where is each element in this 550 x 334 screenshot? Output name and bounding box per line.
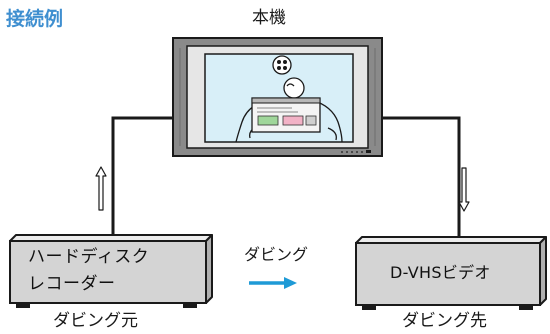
tv-set: [172, 37, 383, 157]
tv-label: 本機: [252, 8, 286, 28]
source-device-name-line1: ハードディスク: [28, 247, 150, 267]
dest-caption: ダビング先: [402, 311, 487, 331]
down-arrow-icon: [458, 167, 470, 212]
dubbing-arrow-icon: [249, 277, 297, 289]
dest-device-box: [355, 236, 547, 310]
source-caption: ダビング元: [53, 311, 138, 331]
dubbing-label: ダビング: [244, 245, 309, 264]
section-title: 接続例: [6, 8, 64, 30]
cable-source-to-tv: [111, 116, 172, 236]
source-device-name-line2: レコーダー: [28, 274, 116, 294]
dest-device-name: D-VHSビデオ: [390, 263, 491, 282]
cable-tv-to-dest: [382, 116, 461, 239]
menu-panel: [251, 97, 321, 133]
up-arrow-icon: [95, 166, 107, 211]
source-device-box: [9, 234, 213, 308]
